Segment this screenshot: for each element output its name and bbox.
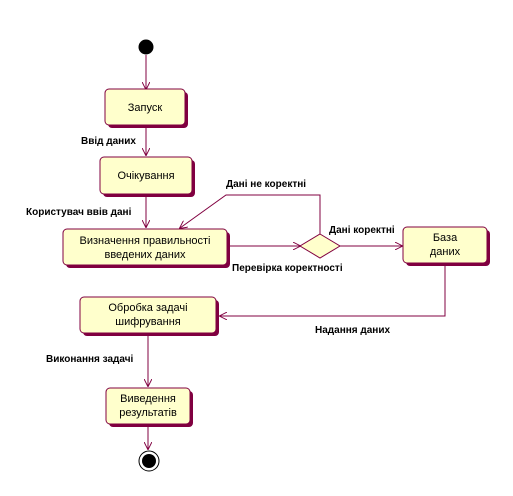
activity-validate-label-1: Визначення правильності (80, 235, 211, 247)
activity-process-label-2: шифрування (115, 316, 181, 328)
activity-output-label-1: Виведення (120, 393, 176, 405)
activity-validate-label-2: введених даних (104, 249, 186, 261)
edge-label-user-entered: Користувач ввів дані (26, 207, 132, 218)
edge-label-data-input: Ввід даних (81, 136, 136, 147)
activity-validate: Визначення правильності введених даних (62, 228, 230, 268)
activity-waiting-label: Очікування (117, 170, 174, 182)
edge-label-check-correctness: Перевірка коректності (232, 263, 343, 274)
activity-database: База даних (402, 226, 490, 266)
edge-database-to-process (220, 263, 446, 316)
activity-start: Запуск (104, 88, 188, 128)
activity-database-label-1: База (433, 232, 458, 244)
edge-label-data-correct: Дані коректні (329, 225, 395, 236)
activity-process-label-1: Обробка задачі (108, 302, 187, 314)
final-node (138, 450, 160, 472)
edge-label-data-provision: Надання даних (315, 325, 390, 336)
edge-decision-loopback (180, 194, 321, 234)
activity-waiting: Очікування (99, 156, 195, 197)
edge-label-task-execution: Виконання задачі (46, 354, 134, 365)
decision-node (299, 233, 341, 259)
activity-output-label-2: результатів (119, 407, 177, 419)
activity-database-label-2: даних (430, 246, 461, 258)
initial-node (138, 39, 154, 55)
edge-label-data-incorrect: Дані не коректні (226, 179, 306, 190)
activity-output: Виведення результатів (105, 387, 193, 427)
activity-start-label: Запуск (128, 102, 163, 114)
activity-process: Обробка задачі шифрування (79, 296, 219, 336)
